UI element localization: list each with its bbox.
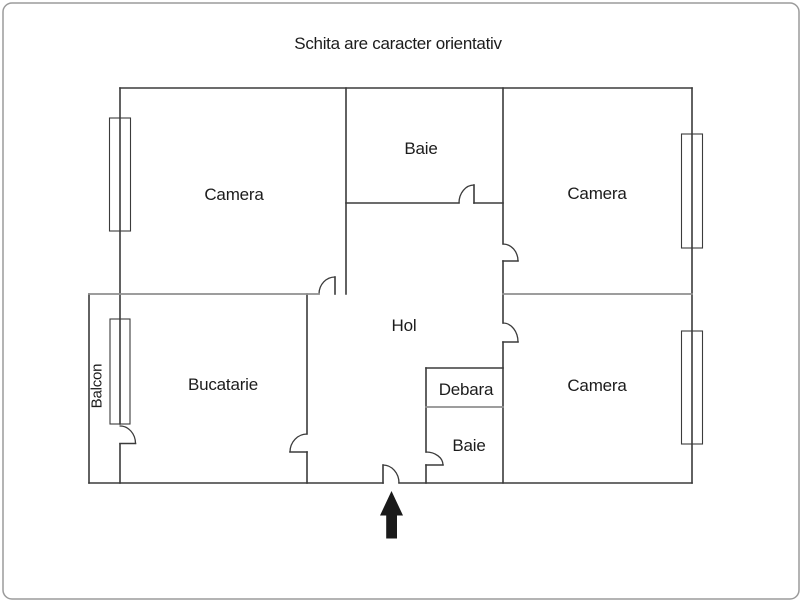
window-camera-tr: [680, 133, 704, 249]
room-label-bucatarie: Bucatarie: [188, 375, 258, 394]
door-arc-entrance: [382, 464, 400, 484]
door-arc-balcon: [119, 425, 137, 445]
apartment-walls: [88, 87, 693, 484]
entrance-arrow: [380, 491, 403, 539]
door-arcs: [119, 184, 519, 484]
window-balcon: [109, 318, 131, 425]
room-label-debara: Debara: [439, 380, 494, 399]
window-camera-tl: [108, 117, 132, 232]
room-label-camera-bottom-right: Camera: [567, 376, 627, 395]
door-arc-camera-br: [502, 322, 519, 343]
door-arc-camera-tl: [318, 276, 336, 295]
room-label-camera-top-left: Camera: [204, 185, 264, 204]
door-arc-baie-bottom: [425, 451, 444, 466]
light-walls: [88, 293, 693, 408]
window-camera-br: [680, 330, 704, 445]
door-arc-camera-tr: [502, 243, 519, 262]
door-arc-baie-top: [458, 184, 475, 204]
door-arc-bucatarie: [289, 433, 308, 453]
room-label-hol: Hol: [392, 316, 417, 335]
room-label-baie-top: Baie: [404, 139, 437, 158]
window-markers: [108, 117, 704, 445]
plan-title: Schita are caracter orientativ: [294, 34, 502, 53]
room-label-balcon: Balcon: [89, 364, 106, 409]
room-label-camera-top-right: Camera: [567, 184, 627, 203]
room-label-baie-bottom: Baie: [452, 436, 485, 455]
plan-labels: Schita are caracter orientativ Camera Ba…: [89, 34, 628, 455]
